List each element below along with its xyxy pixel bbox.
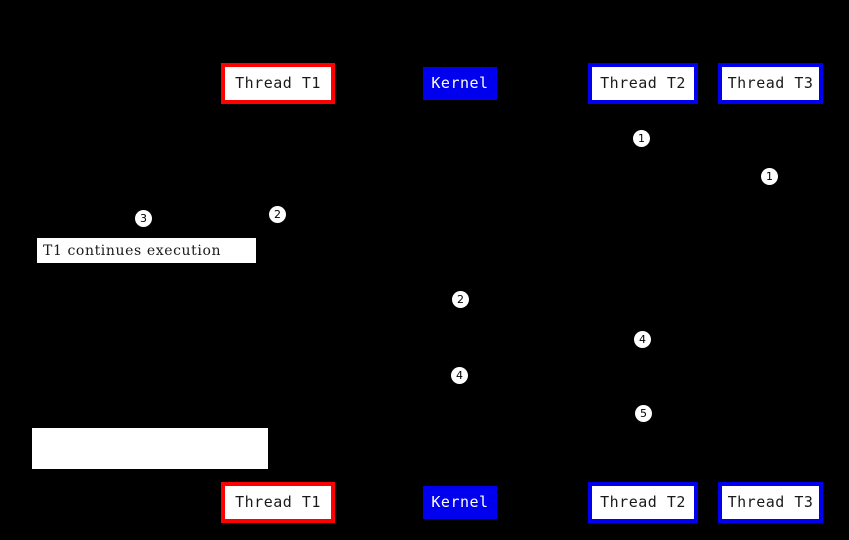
step-badge: 1 (761, 168, 778, 185)
participant-label: Thread T1 (235, 493, 321, 511)
participant-label: Thread T2 (600, 493, 686, 511)
participant-label: Thread T2 (600, 74, 686, 92)
participant-top-thread-t3[interactable]: Thread T3 (718, 63, 823, 104)
participant-bottom-thread-t1[interactable]: Thread T1 (221, 482, 335, 523)
participant-label: Thread T3 (727, 493, 814, 511)
note-box[interactable]: T1 continues execution (36, 237, 257, 264)
participant-label: Kernel (431, 74, 489, 92)
step-badge: 2 (452, 291, 469, 308)
step-badge: 3 (135, 210, 152, 227)
participant-label: Kernel (431, 493, 489, 511)
participant-top-thread-t2[interactable]: Thread T2 (588, 63, 698, 104)
note-box-empty[interactable] (32, 428, 268, 469)
participant-bottom-kernel[interactable]: Kernel (423, 486, 497, 519)
participant-top-kernel[interactable]: Kernel (423, 67, 497, 100)
note-text: T1 continues execution (43, 242, 222, 259)
lifeline (770, 104, 771, 482)
lifeline (278, 104, 279, 482)
step-badge: 4 (634, 331, 651, 348)
step-badge: 2 (269, 206, 286, 223)
step-badge: 1 (633, 130, 650, 147)
participant-bottom-thread-t2[interactable]: Thread T2 (588, 482, 698, 523)
participant-label: Thread T3 (727, 74, 814, 92)
participant-bottom-thread-t3[interactable]: Thread T3 (718, 482, 823, 523)
participant-label: Thread T1 (235, 74, 321, 92)
lifeline (643, 104, 644, 482)
step-badge: 4 (451, 367, 468, 384)
step-badge: 5 (635, 405, 652, 422)
participant-top-thread-t1[interactable]: Thread T1 (221, 63, 335, 104)
